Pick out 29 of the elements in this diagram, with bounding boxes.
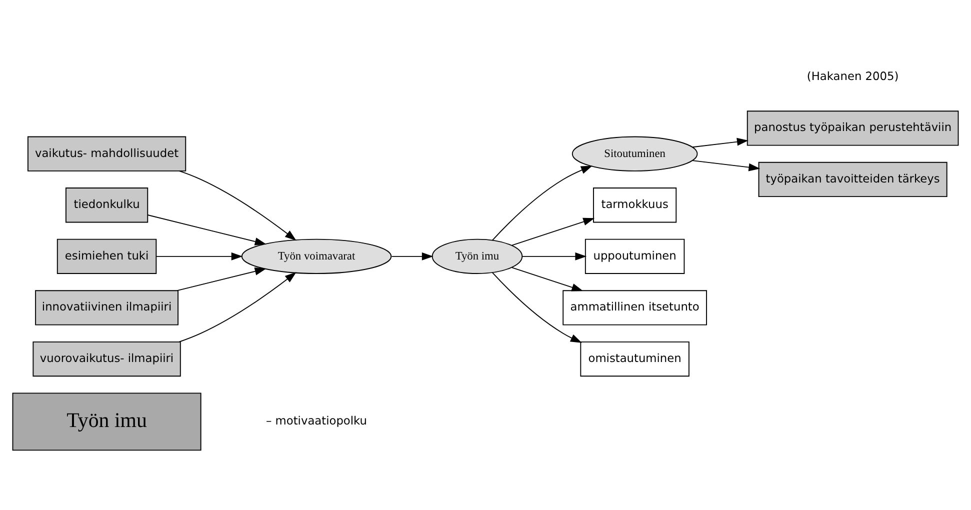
node-box: innovatiivinen ilmapiiri xyxy=(35,290,178,326)
node-box: panostus työpaikan perustehtäviin xyxy=(746,110,959,146)
node-box: tarmokkuus xyxy=(593,188,677,223)
arrow xyxy=(511,267,584,292)
arrow xyxy=(178,272,296,342)
arrow xyxy=(178,170,296,241)
label: – motivaatiopolku xyxy=(266,414,368,428)
arrow xyxy=(692,138,748,148)
arrow xyxy=(492,166,592,241)
arrow xyxy=(511,218,595,246)
arrow xyxy=(156,252,243,260)
arrow xyxy=(522,252,587,260)
node-box: työpaikan tavoitteiden tärkeys xyxy=(758,162,948,198)
node-box: vuorovaikutus- ilmapiiri xyxy=(32,341,181,377)
arrow xyxy=(176,267,266,292)
label: (Hakanen 2005) xyxy=(806,68,899,83)
node-box: Työn imu xyxy=(12,392,202,451)
node-box: tiedonkulku xyxy=(65,188,148,223)
node-box: esimiehen tuki xyxy=(56,238,157,274)
node-box: ammatillinen itsetunto xyxy=(562,290,707,326)
arrow xyxy=(692,160,760,172)
node-box: omistautuminen xyxy=(580,341,690,377)
arrow xyxy=(147,214,266,246)
arrow xyxy=(391,252,434,260)
node-ellipse: Sitoutuminen xyxy=(572,136,698,172)
node-box: vaikutus- mahdollisuudet xyxy=(27,136,186,172)
arrow xyxy=(492,272,582,343)
node-ellipse: Työn imu xyxy=(432,238,523,274)
node-box: uppoutuminen xyxy=(584,238,685,274)
